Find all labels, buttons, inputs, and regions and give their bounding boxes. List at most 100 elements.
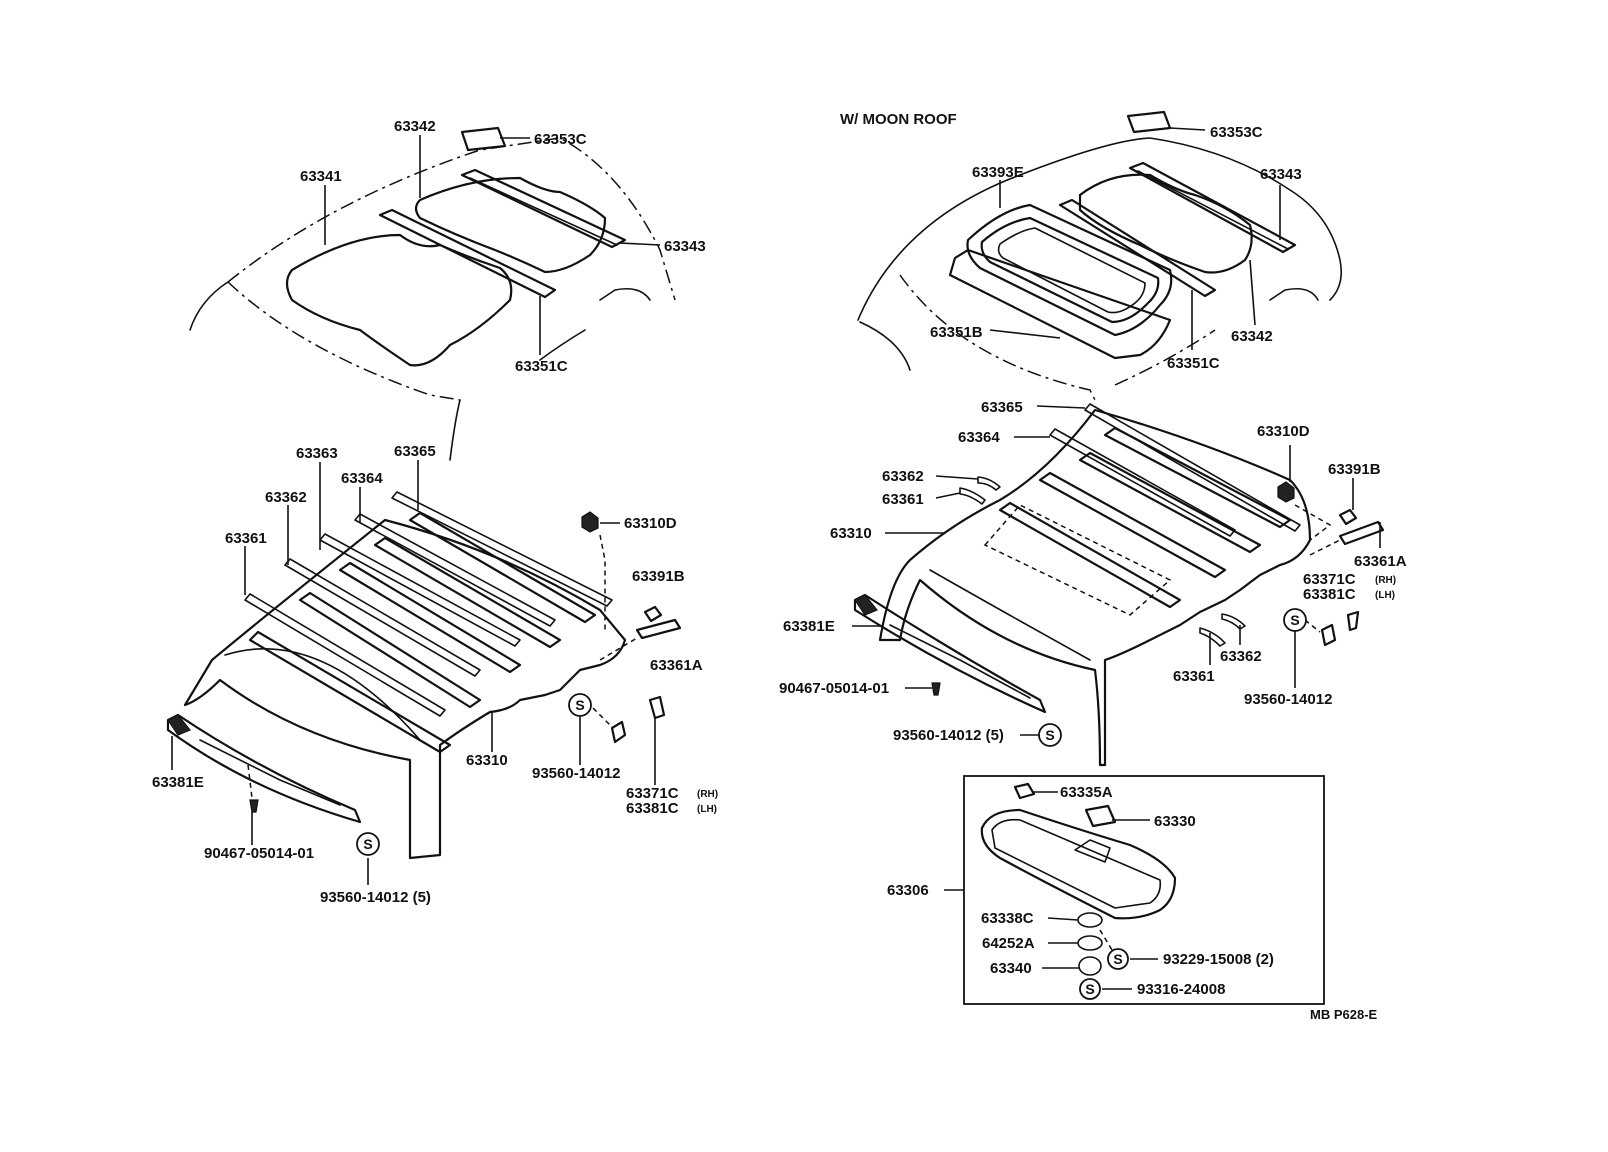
label-left-90467: 90467-05014-01 <box>204 845 314 862</box>
strip-63361A <box>635 618 682 640</box>
label-right-90467: 90467-05014-01 <box>779 680 889 697</box>
label-left-63361: 63361 <box>225 530 267 547</box>
svg-text:S: S <box>1045 727 1054 743</box>
label-right-63364: 63364 <box>958 429 1000 446</box>
strip-63362-lower <box>1221 613 1246 630</box>
strip-63361A <box>1338 520 1385 546</box>
label-left-93560a: 93560-14012 <box>532 765 620 782</box>
block-63353C <box>1126 110 1172 134</box>
panel-63351B <box>948 248 1172 360</box>
label-right-lh: (LH) <box>1375 590 1395 601</box>
bracket-small <box>610 720 627 744</box>
pad-63342 <box>1078 173 1253 274</box>
headliner-63310 <box>183 518 627 860</box>
label-left-63353C: 63353C <box>534 131 587 148</box>
clip-63310D <box>581 511 599 533</box>
label-visor-63338C: 63338C <box>981 910 1034 927</box>
label-visor-93229: 93229-15008 (2) <box>1163 951 1274 968</box>
label-right-93560a: 93560-14012 <box>1244 691 1332 708</box>
pad-63342 <box>414 176 607 274</box>
label-right-63353C: 63353C <box>1210 124 1263 141</box>
right-assembly <box>853 110 1385 767</box>
leader-lines <box>171 127 1381 990</box>
label-visor-63335A: 63335A <box>1060 784 1113 801</box>
strip-63361 <box>244 593 446 717</box>
pad-63341 <box>285 233 513 367</box>
bracket-63371C <box>648 695 666 720</box>
strip-63343 <box>1128 161 1297 254</box>
strip-63362 <box>977 476 1001 491</box>
svg-text:S: S <box>575 697 584 713</box>
clip-63391B <box>1338 508 1358 526</box>
label-left-63361A: 63361A <box>650 657 703 674</box>
s-symbol-left-2: S <box>356 832 380 856</box>
label-right-93560b: 93560-14012 (5) <box>893 727 1004 744</box>
s-symbol-visor-2: S <box>1079 978 1101 1000</box>
strip-63365 <box>391 491 613 607</box>
frame-63393E <box>966 203 1173 337</box>
heading-moon-roof: W/ MOON ROOF <box>840 111 957 128</box>
bracket-63371C <box>1320 623 1337 647</box>
screw-90467 <box>249 799 259 813</box>
label-right-63391B: 63391B <box>1328 461 1381 478</box>
label-right-rh: (RH) <box>1375 575 1396 586</box>
label-right-63381E: 63381E <box>783 618 835 635</box>
label-left-63351C: 63351C <box>515 358 568 375</box>
bracket-lh <box>1346 610 1360 632</box>
bar-63351C <box>378 208 557 299</box>
svg-text:S: S <box>1290 612 1299 628</box>
label-right-63351C: 63351C <box>1167 355 1220 372</box>
diagram-code: MB P628-E <box>1310 1007 1378 1022</box>
bracket-63338C <box>1077 912 1103 928</box>
label-right-63361b: 63361 <box>1173 668 1215 685</box>
label-left-63364: 63364 <box>341 470 383 487</box>
holder-63340 <box>1078 956 1102 976</box>
label-left-lh: (LH) <box>697 804 717 815</box>
label-left-63381E: 63381E <box>152 774 204 791</box>
cover-64252A <box>1077 935 1103 951</box>
label-left-93560b: 93560-14012 (5) <box>320 889 431 906</box>
strip-63343 <box>460 168 627 249</box>
label-visor-63340: 63340 <box>990 960 1032 977</box>
strip-63361 <box>959 487 986 505</box>
bar-63351C <box>1058 198 1217 298</box>
svg-text:S: S <box>1113 951 1122 967</box>
label-left-63341: 63341 <box>300 168 342 185</box>
s-symbol-right-2: S <box>1038 723 1062 747</box>
strip-63364 <box>1049 428 1236 537</box>
label-left-63310: 63310 <box>466 752 508 769</box>
screw-90467 <box>931 682 941 696</box>
label-visor-64252A: 64252A <box>982 935 1035 952</box>
label-right-63365: 63365 <box>981 399 1023 416</box>
label-right-63342: 63342 <box>1231 328 1273 345</box>
left-assembly <box>166 126 682 860</box>
label-right-63393E: 63393E <box>972 164 1024 181</box>
s-symbol-right-1: S <box>1283 608 1307 632</box>
label-left-63363: 63363 <box>296 445 338 462</box>
label-right-63362: 63362 <box>882 468 924 485</box>
label-right-63351B: 63351B <box>930 324 983 341</box>
clip-63335A <box>1013 782 1036 800</box>
label-left-63310D: 63310D <box>624 515 677 532</box>
svg-text:S: S <box>1085 981 1094 997</box>
label-right-63310: 63310 <box>830 525 872 542</box>
visor-63306 <box>980 808 1177 920</box>
holder-63330 <box>1084 804 1117 828</box>
label-right-63381C: 63381C <box>1303 586 1356 603</box>
clip-63310D <box>1277 481 1295 503</box>
headliner-63310 <box>878 408 1312 767</box>
label-visor-63330: 63330 <box>1154 813 1196 830</box>
label-left-63343: 63343 <box>664 238 706 255</box>
s-symbol-visor-1: S <box>1107 948 1129 970</box>
label-left-rh: (RH) <box>697 789 718 800</box>
s-symbol-left-1: S <box>568 693 592 717</box>
strip-63361-lower <box>1199 627 1226 647</box>
strip-63365 <box>1084 403 1301 532</box>
label-right-63362b: 63362 <box>1220 648 1262 665</box>
label-left-63371C: 63371C <box>626 785 679 802</box>
block-63353C <box>460 126 507 152</box>
label-left-63342: 63342 <box>394 118 436 135</box>
label-right-63371C: 63371C <box>1303 571 1356 588</box>
strip-63363 <box>319 533 521 647</box>
